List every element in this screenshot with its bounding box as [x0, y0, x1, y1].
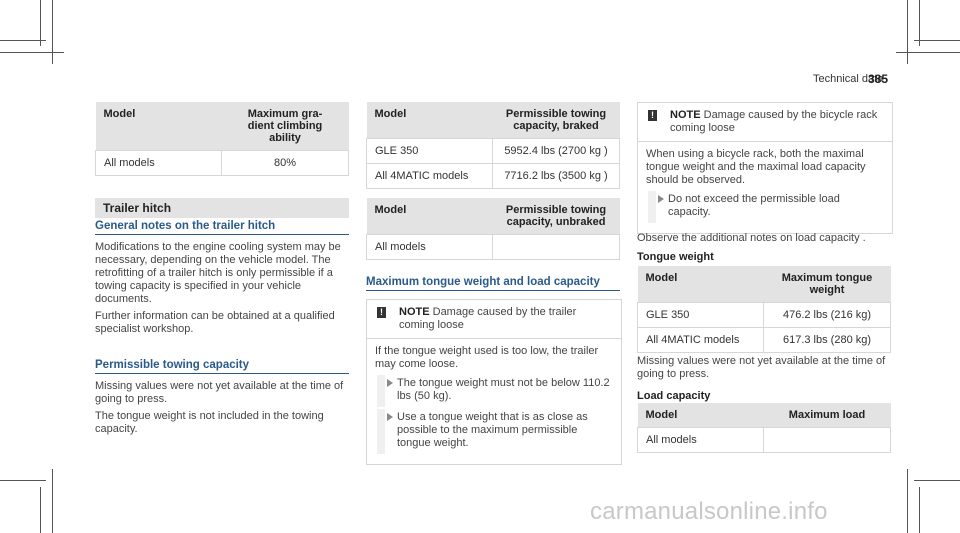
table-cell: 476.2 lbs (216 kg)	[763, 302, 891, 328]
table-gradient-climbing: Model Maximum gra- dient climbing abilit…	[95, 102, 349, 176]
table-cell: 7716.2 lbs (3500 kg )	[492, 163, 620, 189]
list-item: The tongue weight must not be below 110.…	[375, 375, 613, 407]
heading-tongue-weight: Tongue weight	[637, 251, 714, 263]
list-item: Do not exceed the permissible load capac…	[646, 191, 884, 223]
table-row: All models	[637, 427, 891, 453]
crop-mark	[907, 0, 908, 64]
crop-mark	[40, 487, 41, 533]
crop-mark	[40, 0, 41, 46]
table-row: All 4MATIC models 7716.2 lbs (3500 kg )	[366, 163, 620, 189]
warning-icon: !	[377, 307, 386, 318]
table-header-braked: Permissible towing capacity, braked	[492, 102, 620, 139]
note-box-trailer: ! NOTE Damage caused by the trailer comi…	[366, 299, 622, 465]
list-item: Use a tongue weight that is as close as …	[375, 409, 613, 454]
table-row: All 4MATIC models 617.3 lbs (280 kg)	[637, 327, 891, 353]
page-number: 385	[868, 72, 889, 86]
paragraph: Modifications to the engine cooling syst…	[95, 241, 341, 305]
note-title-text: Damage caused by the bicycle rack coming…	[670, 109, 878, 134]
heading-rule	[95, 373, 349, 374]
table-header-model: Model	[366, 102, 493, 139]
crop-mark	[0, 40, 46, 41]
table-header-gradient: Maximum gra- dient climbing ability	[221, 102, 349, 151]
note-label: NOTE	[399, 306, 430, 318]
table-cell: All 4MATIC models	[366, 163, 493, 189]
note-title: ! NOTE Damage caused by the bicycle rack…	[638, 103, 892, 142]
table-header-max-load: Maximum load	[763, 403, 891, 428]
table-row: GLE 350 476.2 lbs (216 kg)	[637, 302, 891, 328]
table-header-model: Model	[637, 403, 764, 428]
table-header-tongue: Maximum tongue weight	[763, 266, 891, 303]
bullet-text: Do not exceed the permissible load capac…	[668, 193, 840, 218]
heading-permissible-towing: Permissible towing capacity	[95, 359, 250, 371]
table-cell: All models	[95, 150, 222, 176]
heading-rule	[95, 234, 349, 235]
table-cell: 5952.4 lbs (2700 kg )	[492, 138, 620, 164]
note-title: ! NOTE Damage caused by the trailer comi…	[367, 300, 621, 339]
table-header-model: Model	[95, 102, 222, 151]
heading-load-capacity: Load capacity	[637, 390, 711, 402]
crop-mark	[914, 40, 960, 41]
paragraph: Missing values were not yet available at…	[95, 380, 344, 405]
note-text: When using a bicycle rack, both the maxi…	[646, 148, 866, 186]
table-towing-unbraked: Model Permissible towing capacity, unbra…	[366, 198, 620, 260]
table-cell: All 4MATIC models	[637, 327, 764, 353]
crop-mark	[896, 52, 960, 53]
bullet-text: Use a tongue weight that is as close as …	[397, 411, 588, 449]
crop-mark	[919, 487, 920, 533]
bullet-text: The tongue weight must not be below 110.…	[397, 377, 610, 402]
section-band-trailer-hitch: Trailer hitch	[95, 198, 349, 218]
permissible-towing-text: Missing values were not yet available at…	[95, 380, 349, 440]
crop-mark	[52, 469, 53, 533]
crop-mark	[907, 469, 908, 533]
note-label: NOTE	[670, 109, 701, 121]
table-header-model: Model	[637, 266, 764, 303]
heading-rule	[366, 290, 620, 291]
crop-mark	[0, 480, 46, 481]
warning-icon: !	[648, 110, 657, 121]
observe-text: Observe the additional notes on load cap…	[637, 232, 866, 244]
bullet-bar	[648, 191, 656, 223]
heading-max-tongue-weight: Maximum tongue weight and load capacity	[366, 276, 600, 288]
paragraph: The tongue weight is not included in the…	[95, 410, 324, 435]
bullet-bar	[377, 409, 385, 454]
table-header-model: Model	[366, 198, 493, 235]
table-tongue-weight: Model Maximum tongue weight GLE 350 476.…	[637, 266, 891, 353]
crop-mark	[919, 0, 920, 46]
heading-general-notes: General notes on the trailer hitch	[95, 220, 276, 232]
table-cell: All models	[366, 234, 493, 260]
table-cell: 80%	[221, 150, 349, 176]
table-cell: 617.3 lbs (280 kg)	[763, 327, 891, 353]
bullet-arrow-icon	[658, 195, 664, 203]
note-title-text: Damage caused by the trailer coming loos…	[399, 306, 577, 331]
general-notes-text: Modifications to the engine cooling syst…	[95, 241, 349, 340]
table-cell	[763, 427, 891, 453]
crop-mark	[52, 0, 53, 64]
note-box-bicycle: ! NOTE Damage caused by the bicycle rack…	[637, 102, 893, 234]
running-header-section: Technical data	[813, 73, 884, 85]
table-towing-braked: Model Permissible towing capacity, brake…	[366, 102, 620, 189]
table-cell: All models	[637, 427, 764, 453]
paragraph: Further information can be obtained at a…	[95, 310, 335, 335]
bullet-arrow-icon	[387, 379, 393, 387]
table-cell: GLE 350	[366, 138, 493, 164]
table-row: All models	[366, 234, 620, 260]
bullet-arrow-icon	[387, 413, 393, 421]
table-row: GLE 350 5952.4 lbs (2700 kg )	[366, 138, 620, 164]
table-header-unbraked: Permissible towing capacity, unbraked	[492, 198, 620, 235]
table-cell: GLE 350	[637, 302, 764, 328]
watermark: carmanualsonline.info	[590, 498, 828, 525]
note-text: If the tongue weight used is too low, th…	[375, 345, 599, 370]
missing-values-text: Missing values were not yet available at…	[637, 355, 886, 380]
table-row: All models 80%	[95, 150, 349, 176]
table-load-capacity: Model Maximum load All models	[637, 403, 891, 453]
crop-mark	[914, 480, 960, 481]
bullet-bar	[377, 375, 385, 407]
crop-mark	[0, 52, 64, 53]
table-cell	[492, 234, 620, 260]
